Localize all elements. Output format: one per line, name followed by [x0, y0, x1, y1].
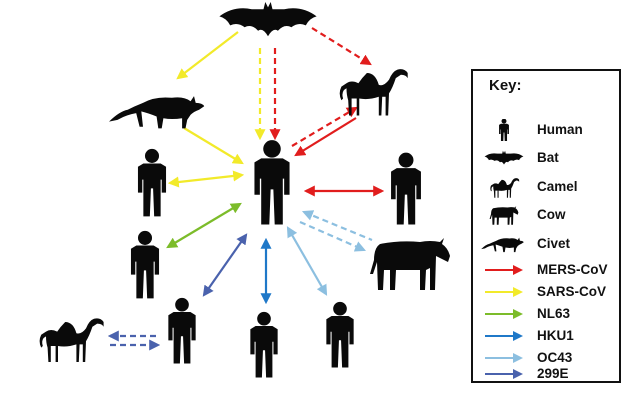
human-icon-bottom-left	[168, 297, 196, 364]
bat-icon	[484, 150, 524, 165]
human-icon-bottom-right	[326, 301, 354, 368]
key-label-hku1: HKU1	[537, 328, 574, 343]
key-label-camel: Camel	[537, 179, 578, 194]
human-icon-left-lower	[130, 230, 160, 299]
key-label-bat: Bat	[537, 150, 559, 165]
oc43-arrow-human-cow-2	[299, 220, 367, 252]
key-row-sars: SARS-CoV	[473, 281, 619, 303]
oc43-arrow-human-cow-1	[301, 210, 373, 242]
key-legend: Key: Human Bat Camel Cow Civet MERS-CoV …	[471, 69, 621, 383]
oc43-arrow-icon	[485, 353, 523, 363]
key-label-civet: Civet	[537, 236, 571, 251]
key-title: Key:	[489, 77, 522, 94]
human-icon-left-upper	[137, 148, 167, 217]
camel-icon-bottom	[39, 318, 104, 362]
nl63-arrow-icon	[485, 309, 523, 319]
human-icon	[499, 119, 509, 141]
civet-icon	[109, 96, 205, 129]
mers-arrow-bat-camel	[311, 27, 372, 66]
key-label-nl63: NL63	[537, 306, 571, 321]
key-row-nl63: NL63	[473, 303, 619, 325]
key-row-cow: Cow	[473, 204, 619, 226]
civet-icon	[481, 237, 524, 253]
mers-arrow-camel-human-dashed	[291, 106, 358, 147]
key-label-mers: MERS-CoV	[537, 262, 608, 277]
key-label-299e: 299E	[537, 366, 569, 381]
299e-arrow-human-human	[202, 233, 248, 297]
mers-arrow-icon	[485, 265, 523, 275]
key-label-sars: SARS-CoV	[537, 284, 607, 299]
key-row-299e: 299E	[473, 365, 619, 383]
key-row-hku1: HKU1	[473, 325, 619, 347]
human-icon-right	[391, 152, 421, 225]
key-label-cow: Cow	[537, 207, 566, 222]
bat-icon	[219, 1, 317, 37]
human-icon-center	[254, 140, 290, 225]
cow-icon	[370, 238, 450, 290]
key-row-camel: Camel	[473, 176, 619, 198]
sars-arrow-human-human	[167, 170, 245, 188]
mers-arrow-camel-human	[294, 117, 357, 157]
key-label-human: Human	[537, 122, 583, 137]
transmission-arrows	[107, 27, 385, 351]
key-row-human: Human	[473, 119, 619, 141]
cow-icon	[489, 206, 519, 225]
hku1-arrow-icon	[485, 331, 523, 341]
299e-arrow-icon	[485, 369, 523, 379]
human-icon-bottom-center	[250, 311, 278, 378]
sars-arrow-civet-human	[183, 127, 244, 165]
key-row-oc43: OC43	[473, 347, 619, 369]
key-row-bat: Bat	[473, 147, 619, 169]
key-row-mers: MERS-CoV	[473, 259, 619, 281]
camel-icon	[339, 69, 408, 116]
camel-icon	[490, 178, 520, 198]
nl63-arrow-human-human	[166, 202, 242, 249]
key-label-oc43: OC43	[537, 350, 573, 365]
key-row-civet: Civet	[473, 233, 619, 255]
sars-arrow-icon	[485, 287, 523, 297]
sars-arrow-bat-civet	[176, 31, 239, 80]
oc43-arrow-human-human	[286, 226, 328, 296]
